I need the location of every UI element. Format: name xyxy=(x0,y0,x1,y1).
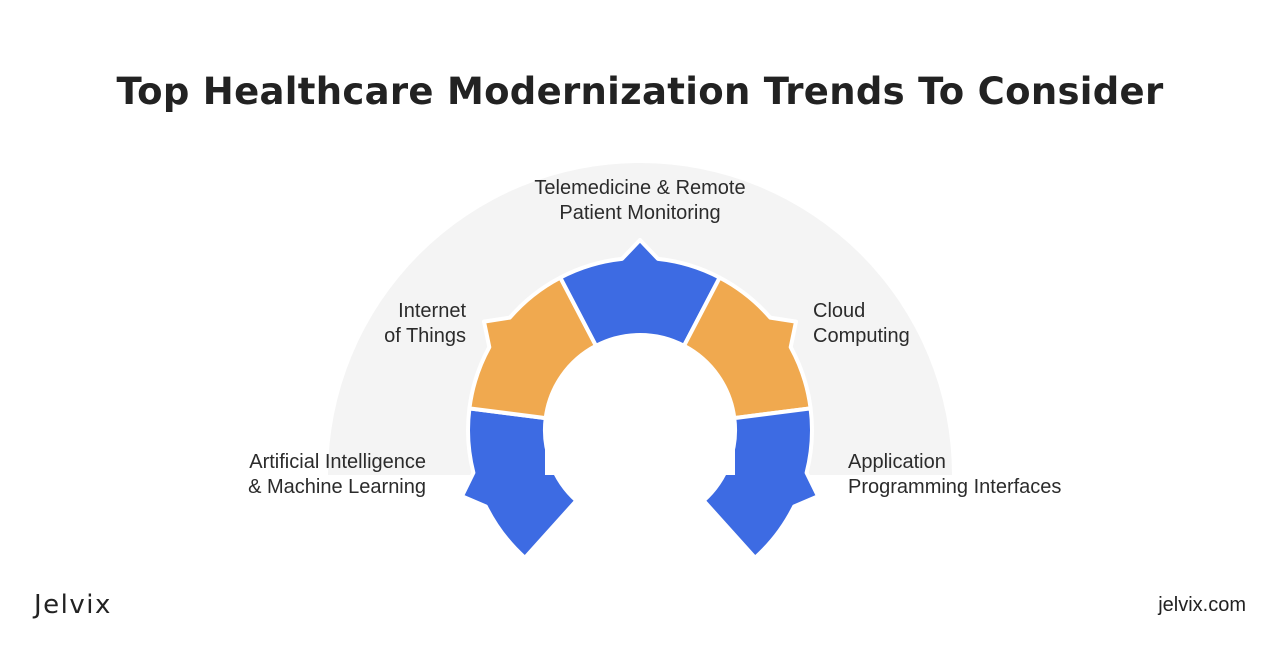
brand-logo: Jelvix xyxy=(34,590,112,620)
trend-label-line: Internet xyxy=(398,300,466,322)
trend-label-cloud: Cloud Computing xyxy=(813,299,1013,349)
trend-label-line: Application xyxy=(848,451,946,473)
trend-label-ai-ml: Artificial Intelligence & Machine Learni… xyxy=(150,450,426,500)
arc-segments xyxy=(459,238,821,560)
trend-label-line: Cloud xyxy=(813,300,866,322)
trend-label-line: Programming Interfaces xyxy=(848,476,1062,498)
trend-label-line: & Machine Learning xyxy=(248,476,426,498)
trend-label-api: Application Programming Interfaces xyxy=(848,450,1148,500)
trend-label-line: Patient Monitoring xyxy=(559,202,721,224)
trend-label-line: Artificial Intelligence xyxy=(249,451,426,473)
inner-circle xyxy=(545,335,735,475)
page-title: Top Healthcare Modernization Trends To C… xyxy=(116,70,1164,113)
trend-label-line: Telemedicine & Remote xyxy=(534,177,746,199)
trend-label-line: Computing xyxy=(813,325,910,347)
trend-label-telemedicine: Telemedicine & Remote Patient Monitoring xyxy=(440,176,840,226)
trend-label-line: of Things xyxy=(384,325,466,347)
brand-url: jelvix.com xyxy=(1158,594,1246,616)
trend-label-iot: Internet of Things xyxy=(300,299,466,349)
